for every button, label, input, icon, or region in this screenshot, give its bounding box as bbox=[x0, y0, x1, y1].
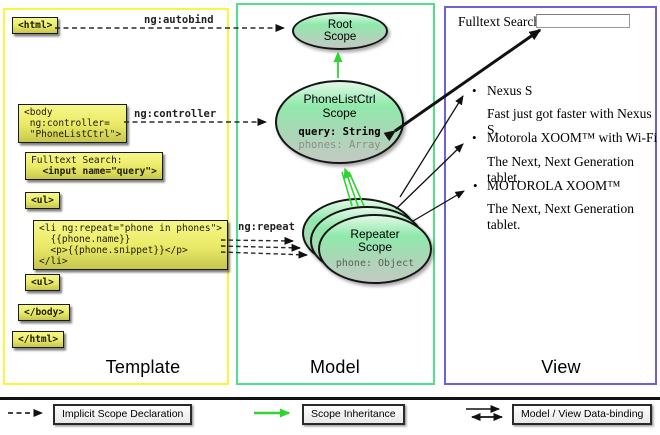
ng-repeat-label: ng:repeat bbox=[238, 221, 295, 233]
phonelistctrl-scope-ellipse: PhoneListCtrl Scope query: String phones… bbox=[275, 80, 404, 164]
view-item-desc: The Next, Next Generation tablet. bbox=[487, 154, 634, 185]
phones-array-prop: phones: Array bbox=[298, 138, 381, 151]
legend-implicit-scope-label: Implicit Scope Declaration bbox=[53, 404, 193, 425]
view-panel-label: View bbox=[541, 357, 581, 377]
legend-separator-line bbox=[0, 397, 660, 400]
bullet-icon: • bbox=[472, 83, 477, 98]
root-scope-title: Root Scope bbox=[323, 18, 357, 44]
phonelistctrl-scope-title: PhoneListCtrl Scope bbox=[303, 92, 376, 120]
template-panel-label: Template bbox=[105, 357, 181, 377]
code-box-ul-open: <ul> bbox=[25, 192, 60, 209]
view-item-title: Nexus S bbox=[487, 83, 533, 98]
legend-databinding-label: Model / View Data-binding bbox=[512, 404, 653, 425]
view-item-desc: The Next, Next Generation tablet. bbox=[487, 201, 634, 232]
view-item-title: MOTOROLA XOOM™ bbox=[487, 178, 621, 193]
query-string-prop: query: String bbox=[298, 126, 381, 138]
view-panel bbox=[444, 6, 657, 385]
root-scope-ellipse: Root Scope bbox=[292, 12, 388, 50]
code-box-ul-open-2: <ul> bbox=[25, 274, 60, 291]
code-box-fulltext-search: Fulltext Search: <input name="query"> bbox=[25, 152, 163, 180]
legend-double-arrow-icon bbox=[466, 405, 503, 421]
repeater-scope-title: Repeater Scope bbox=[350, 226, 400, 255]
repeater-scope-ellipse-front: Repeater Scope phone: Object bbox=[318, 214, 432, 284]
view-item-title: Motorola XOOM™ with Wi-Fi bbox=[487, 130, 658, 145]
view-search-label: Fulltext Search: bbox=[458, 14, 544, 29]
model-panel-label: Model bbox=[309, 357, 361, 377]
fulltext-search-input[interactable] bbox=[536, 14, 630, 28]
code-box-li-repeat: <li ng:repeat="phone in phones"> {{phone… bbox=[33, 220, 229, 270]
input-tag-line: <input name="query"> bbox=[31, 166, 157, 177]
phone-object-prop: phone: Object bbox=[335, 257, 415, 269]
code-box-html-open: <html> bbox=[12, 17, 59, 34]
legend-scope-inheritance-label: Scope Inheritance bbox=[302, 404, 405, 425]
bullet-icon: • bbox=[472, 130, 477, 145]
ng-autobind-label: ng:autobind bbox=[144, 14, 214, 26]
fulltext-label-line: Fulltext Search: bbox=[31, 155, 123, 166]
ng-controller-label: ng:controller bbox=[134, 108, 217, 120]
model-panel bbox=[236, 3, 435, 385]
code-box-body-close: </body> bbox=[18, 304, 71, 321]
bullet-icon: • bbox=[473, 178, 478, 193]
code-box-body-open: <body ng:controller= "PhoneListCtrl"> bbox=[18, 104, 128, 143]
code-box-html-close: </html> bbox=[12, 331, 65, 348]
